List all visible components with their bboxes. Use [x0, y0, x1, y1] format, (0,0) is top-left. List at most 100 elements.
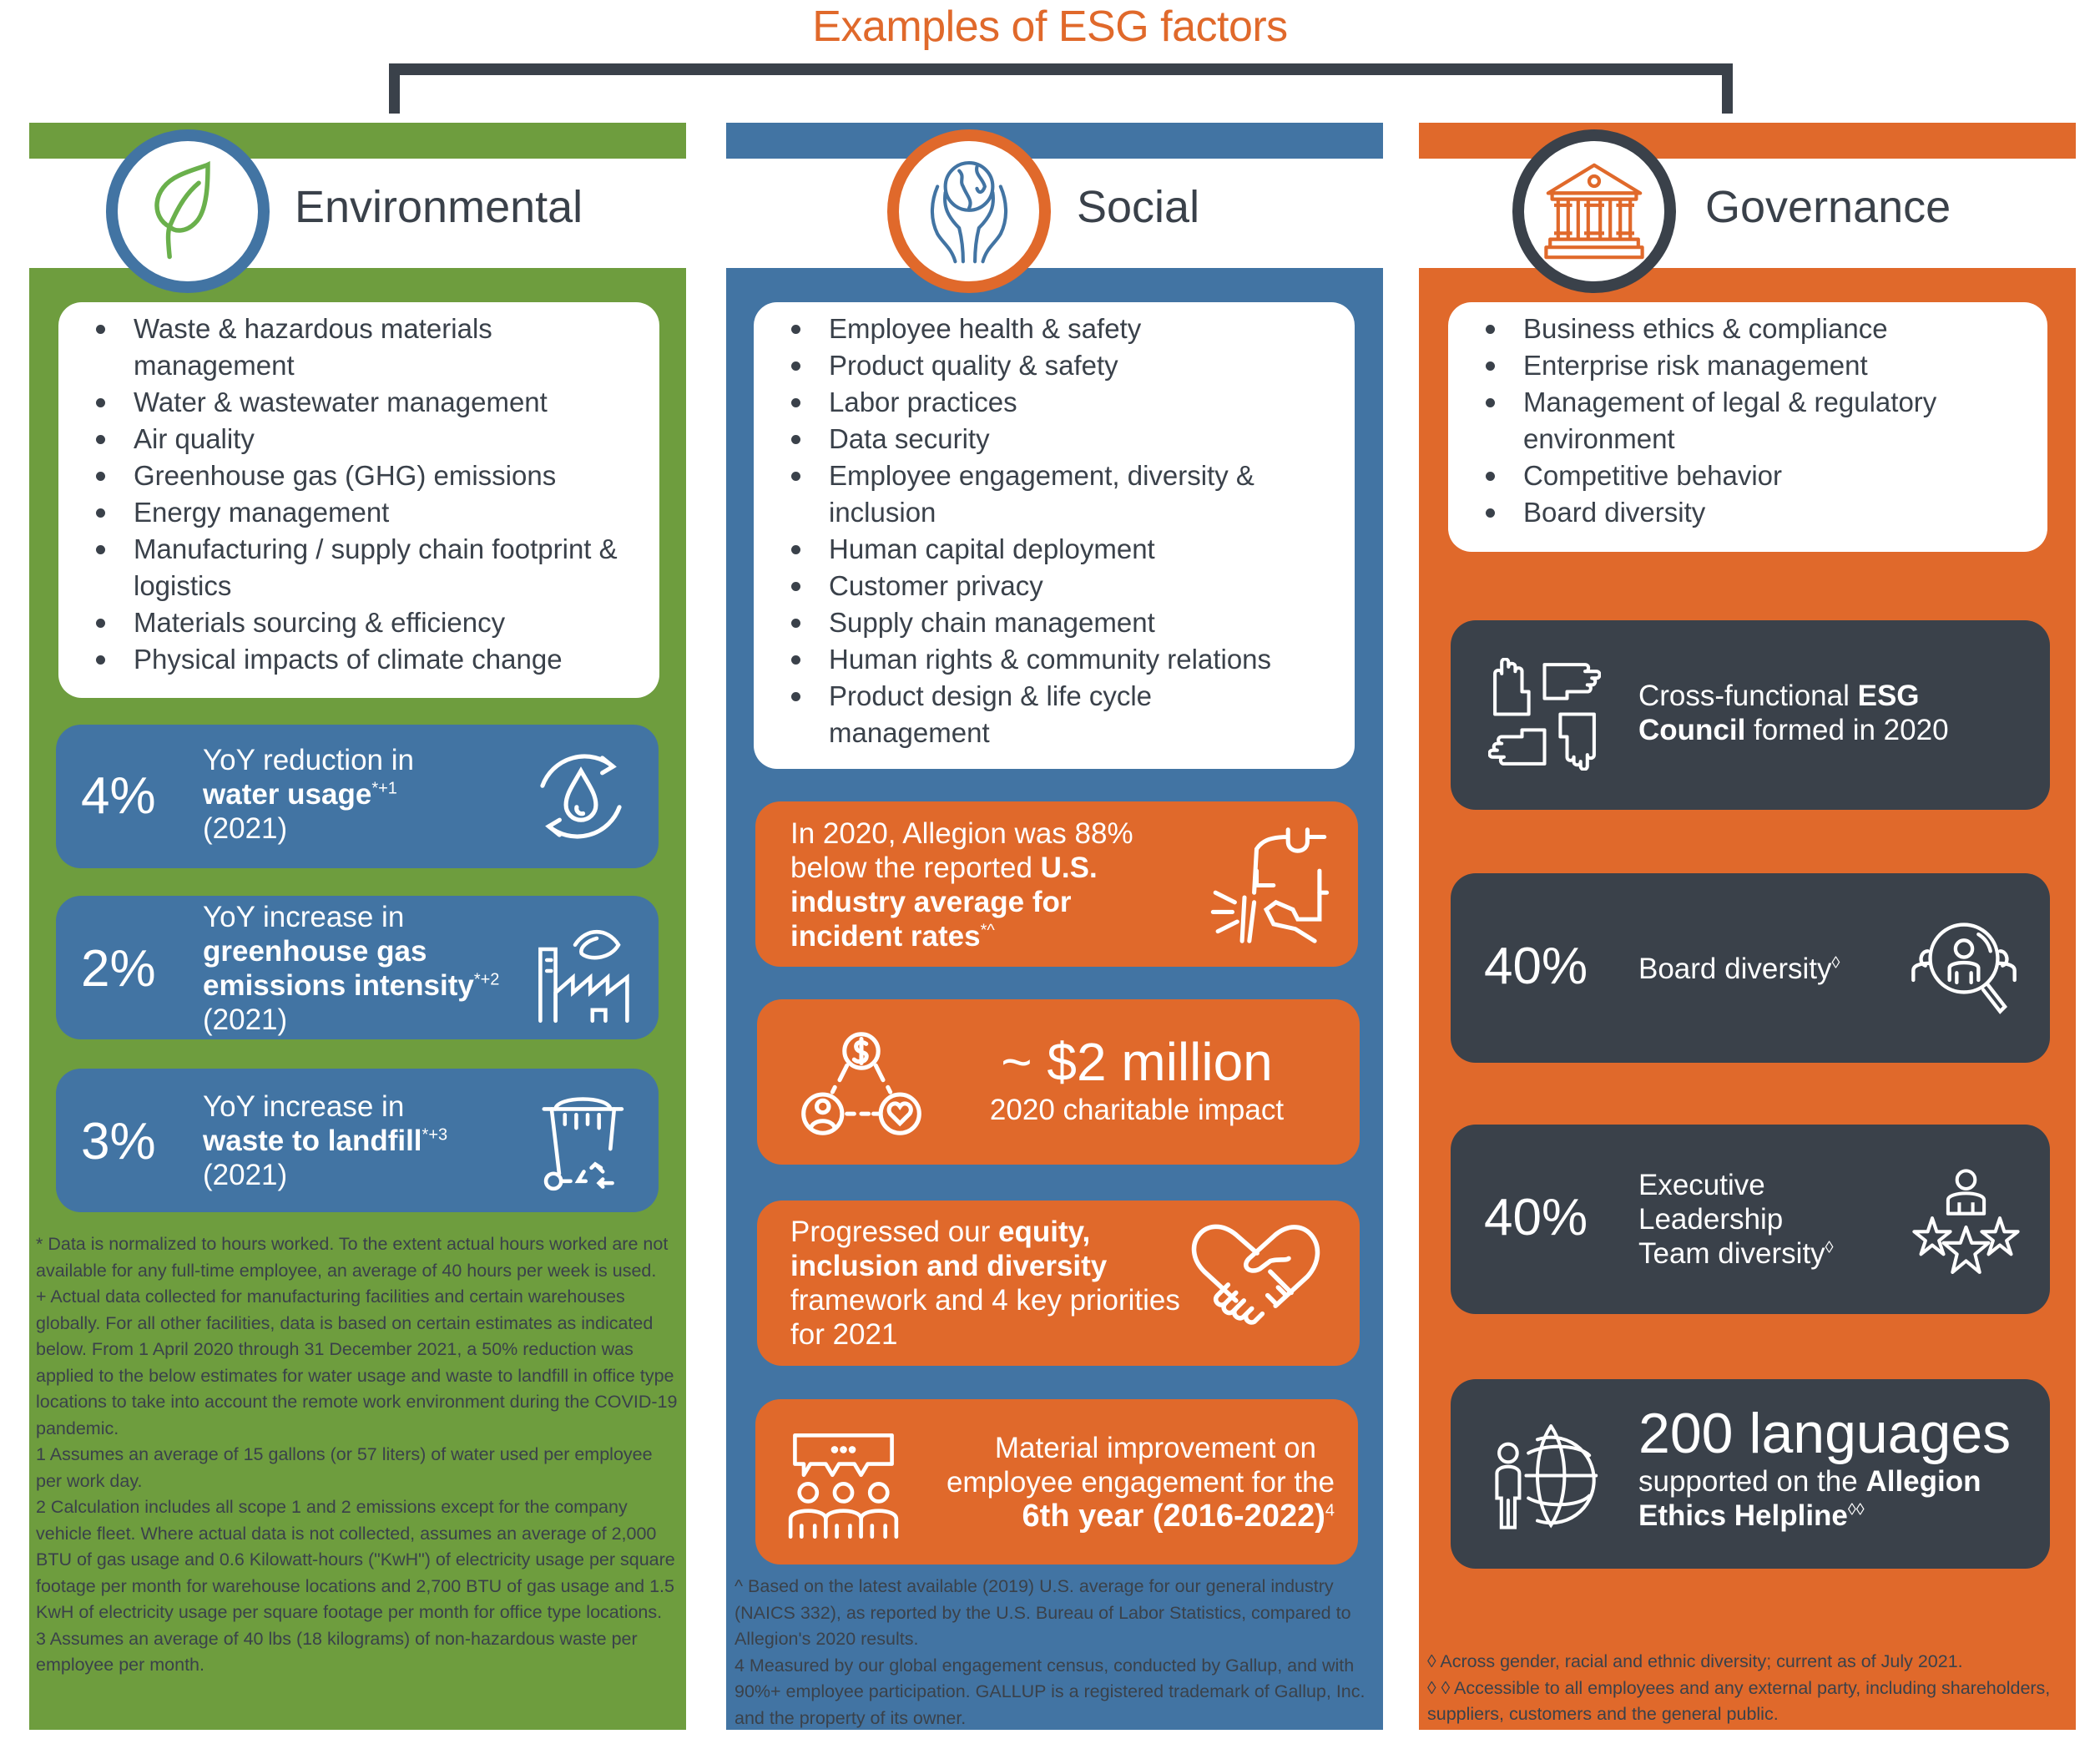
- incident-rate-stat: In 2020, Allegion was 88% below the repo…: [755, 801, 1358, 967]
- list-item: Materials sourcing & efficiency: [58, 604, 659, 641]
- stat-text: Progressed our: [790, 1216, 999, 1248]
- list-item: Labor practices: [754, 384, 1355, 421]
- stat-emphasis: U.S. industry average for incident rates: [790, 852, 1098, 953]
- list-item: Human capital deployment: [754, 531, 1355, 568]
- environmental-heading: Environmental: [295, 182, 583, 232]
- footnote-marker: ◊◊: [1847, 1500, 1865, 1519]
- page-title: Examples of ESG factors: [812, 3, 1288, 51]
- stat-text: Material improvement on: [994, 1432, 1316, 1464]
- list-item: Customer privacy: [754, 568, 1355, 604]
- list-item: Enterprise risk management: [1448, 347, 2047, 384]
- list-item: Management of legal & regulatory environ…: [1448, 384, 2047, 457]
- esg-council-stat: Cross-functional ESG Council formed in 20…: [1451, 620, 2050, 810]
- list-item: Air quality: [58, 421, 659, 457]
- stat-emphasis: water usage: [203, 778, 372, 811]
- list-item: Greenhouse gas (GHG) emissions: [58, 457, 659, 494]
- governance-column: Governance Business ethics & compliance …: [1419, 123, 2076, 1730]
- stat-year: (2021): [203, 812, 288, 845]
- list-item: Supply chain management: [754, 604, 1355, 641]
- safety-handshake-icon: [1206, 825, 1331, 946]
- stat-emphasis: Council: [1638, 714, 1746, 746]
- governance-footnotes: ◊ Across gender, racial and ethnic diver…: [1427, 1649, 2070, 1728]
- footnote-marker: *^: [980, 921, 995, 940]
- list-item: Competitive behavior: [1448, 457, 2047, 494]
- stat-text: formed in 2020: [1745, 714, 1949, 746]
- people-search-icon: [1901, 915, 2027, 1024]
- list-item: Energy management: [58, 494, 659, 531]
- stat-value: 200 languages: [1638, 1402, 2012, 1465]
- stat-text: employee engagement for the: [946, 1466, 1335, 1499]
- social-footnotes: ^ Based on the latest available (2019) U…: [734, 1574, 1377, 1731]
- footnote-marker: 4: [1325, 1501, 1335, 1520]
- stat-text: supported on the: [1638, 1465, 1866, 1498]
- governance-factor-list: Business ethics & compliance Enterprise …: [1448, 302, 2047, 552]
- environmental-badge: [106, 129, 270, 293]
- stat-emphasis: waste to landfill: [203, 1125, 422, 1157]
- list-item: Physical impacts of climate change: [58, 641, 659, 678]
- footnote: + Actual data collected for manufacturin…: [36, 1286, 678, 1438]
- stat-label: Leadership: [1638, 1203, 1784, 1236]
- header-band: [29, 123, 686, 159]
- governance-badge: [1512, 129, 1676, 293]
- stat-value: 40%: [1484, 1189, 1588, 1246]
- bracket-connector: [389, 63, 1733, 75]
- ethics-helpline-stat: 200 languages supported on the Allegion …: [1451, 1379, 2050, 1569]
- recycle-bin-icon: [536, 1092, 632, 1196]
- footnote-marker: ◊: [1831, 953, 1840, 973]
- stat-year: (2021): [203, 1159, 288, 1191]
- stat-year: (2021): [203, 1003, 288, 1036]
- list-item: Product quality & safety: [754, 347, 1355, 384]
- list-item: Manufacturing / supply chain footprint &…: [58, 531, 659, 604]
- list-item: Business ethics & compliance: [1448, 311, 2047, 347]
- stat-label: YoY increase in: [203, 901, 405, 933]
- stat-value: 4%: [81, 767, 156, 825]
- stat-label: YoY reduction in: [203, 744, 414, 776]
- environmental-factor-list: Waste & hazardous materials management W…: [58, 302, 659, 698]
- footnote: ◊ Across gender, racial and ethnic diver…: [1427, 1651, 1963, 1671]
- bracket-right-leg: [1722, 63, 1733, 114]
- bracket-left-leg: [389, 63, 400, 114]
- footnote: 3 Assumes an average of 40 lbs (18 kilog…: [36, 1628, 638, 1676]
- footnote: ◊ ◊ Accessible to all employees and any …: [1427, 1677, 2051, 1725]
- stat-value: 40%: [1484, 938, 1588, 995]
- footnote: 2 Calculation includes all scope 1 and 2…: [36, 1497, 675, 1622]
- stat-text: In 2020, Allegion was 88% below the repo…: [790, 817, 1133, 884]
- header-band: [1419, 123, 2076, 159]
- person-stars-icon: [1910, 1166, 2022, 1279]
- header-band: [726, 123, 1383, 159]
- stat-emphasis: equity, inclusion and diversity: [790, 1216, 1108, 1282]
- footnote-marker: *+3: [422, 1125, 448, 1145]
- column-header: [726, 159, 1383, 268]
- list-item: Water & wastewater management: [58, 384, 659, 421]
- stat-emphasis: ESG: [1857, 680, 1920, 712]
- stat-label: Team diversity: [1638, 1237, 1825, 1270]
- list-item: Product design & life cycle management: [754, 678, 1355, 751]
- footnote-marker: *+2: [473, 970, 500, 989]
- charitable-impact-stat: ~ $2 million 2020 charitable impact: [757, 999, 1360, 1165]
- stat-emphasis: 6th year (2016-2022): [1022, 1499, 1325, 1534]
- heart-handshake-icon: [1183, 1219, 1329, 1344]
- stat-value: 2%: [81, 940, 156, 998]
- list-item: Employee engagement, diversity & inclusi…: [754, 457, 1355, 531]
- stat-text: Cross-functional: [1638, 680, 1858, 712]
- footnote: 1 Assumes an average of 15 gallons (or 5…: [36, 1444, 653, 1491]
- stat-text: framework and 4 key priorities for 2021: [790, 1284, 1180, 1351]
- stat-emphasis: greenhouse gas: [203, 935, 427, 968]
- governance-heading: Governance: [1705, 182, 1951, 232]
- footnote: * Data is normalized to hours worked. To…: [36, 1234, 669, 1281]
- list-item: Employee health & safety: [754, 311, 1355, 347]
- charitable-amount: ~ $2 million: [1001, 1032, 1273, 1092]
- courthouse-icon: [1544, 161, 1644, 261]
- social-heading: Social: [1077, 182, 1200, 232]
- environmental-column: Environmental Waste & hazardous material…: [29, 123, 686, 1730]
- employee-engagement-stat: Material improvement on employee engagem…: [755, 1399, 1358, 1564]
- executive-leadership-stat: 40% Executive Leadership Team diversity◊: [1451, 1125, 2050, 1314]
- water-usage-stat: 4% YoY reduction in water usage*+1 (2021…: [56, 725, 659, 868]
- hands-globe-icon: [919, 157, 1019, 265]
- stat-emphasis: Allegion: [1865, 1465, 1981, 1498]
- stat-emphasis: Ethics Helpline: [1638, 1499, 1848, 1532]
- charity-network-icon: [799, 1029, 924, 1138]
- team-chat-icon: [787, 1431, 900, 1541]
- footnote: ^ Based on the latest available (2019) U…: [734, 1576, 1351, 1649]
- person-globe-icon: [1492, 1419, 1605, 1532]
